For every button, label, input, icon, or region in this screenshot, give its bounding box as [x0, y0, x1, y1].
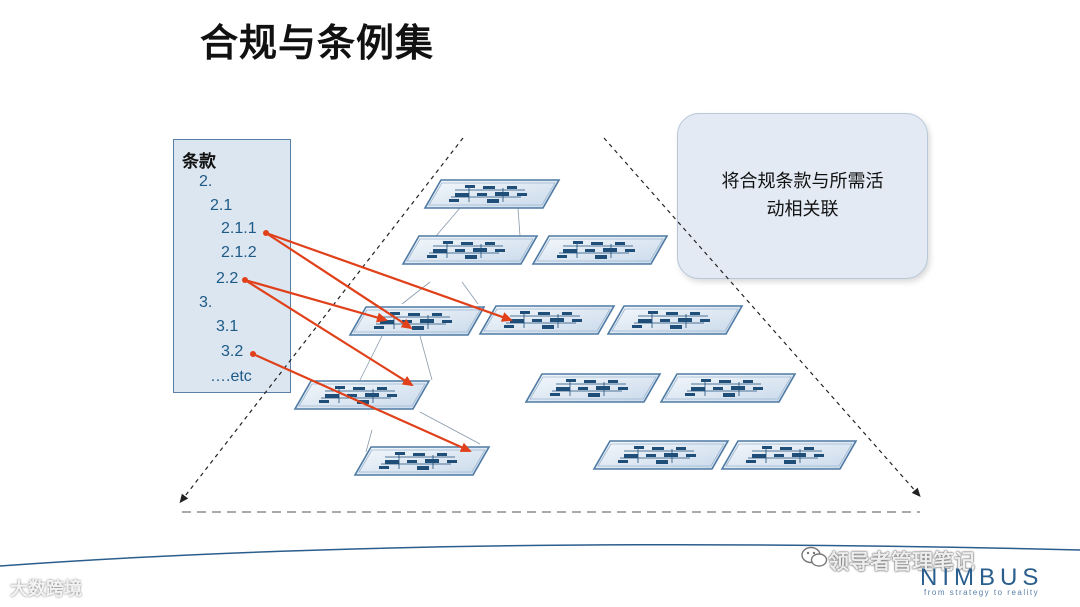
watermark: 大数跨境	[10, 579, 82, 600]
clause-heading: 条款	[182, 152, 216, 172]
footer-swoosh	[0, 544, 1080, 567]
process-tile	[721, 440, 857, 470]
clause-item: ….etc	[210, 368, 252, 385]
process-tile	[532, 235, 668, 265]
callout-line: 将合规条款与所需活	[721, 171, 884, 192]
clause-item: 3.1	[216, 318, 239, 335]
clause-item: 2.1	[210, 197, 233, 214]
mapping-arrows	[244, 231, 513, 453]
process-tile	[660, 373, 796, 403]
nimbus-logo: NIMBUS	[920, 564, 1044, 591]
slide-title: 合规与条例集	[200, 21, 435, 65]
logo-tagline: from strategy to reality	[924, 588, 1040, 597]
clause-list-box	[173, 139, 291, 393]
clause-item: 2.2	[216, 270, 239, 287]
clause-item: 2.	[199, 173, 213, 190]
wechat-icon	[801, 546, 828, 567]
process-tile	[294, 380, 430, 410]
callout-box: 将合规条款与所需活 动相关联	[677, 113, 928, 279]
process-tile	[349, 306, 485, 336]
clause-item: 2.1.1	[221, 220, 257, 237]
clause-item: 3.	[199, 294, 213, 311]
pyramid-right-edge	[603, 137, 921, 497]
process-tile	[424, 179, 560, 209]
clause-item: 3.2	[221, 343, 244, 360]
wechat-account-label: 领导者管理笔记	[828, 550, 975, 574]
process-tile	[402, 235, 538, 265]
callout-line: 动相关联	[766, 199, 839, 220]
process-tile	[525, 373, 661, 403]
process-tile	[607, 305, 743, 335]
clause-item: 2.1.2	[221, 244, 257, 261]
process-tile	[479, 305, 615, 335]
process-tile	[593, 440, 729, 470]
